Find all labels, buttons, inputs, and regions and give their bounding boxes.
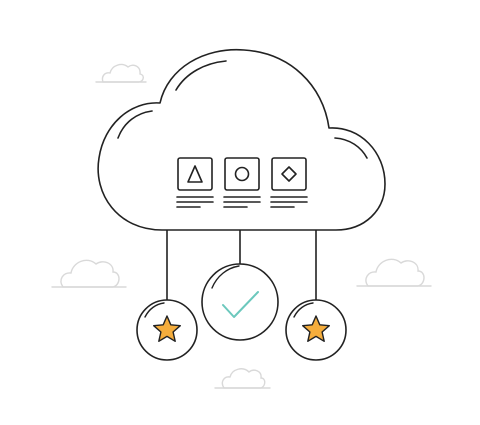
badge-circle — [201, 263, 279, 341]
badge-highlight — [144, 302, 165, 318]
circle-icon — [234, 166, 250, 182]
main-cloud-outline — [97, 48, 386, 231]
badge-center — [201, 263, 279, 341]
star-icon — [302, 315, 330, 342]
app-card-circle — [223, 157, 261, 208]
app-card-frame — [224, 157, 260, 191]
app-cards — [176, 157, 308, 208]
triangle-icon — [187, 165, 203, 183]
badge-highlight — [293, 302, 314, 318]
app-card-frame — [271, 157, 307, 191]
connectors — [166, 230, 317, 300]
badge-left — [136, 299, 198, 361]
app-card-diamond — [270, 157, 308, 208]
main-cloud — [97, 48, 386, 231]
diamond-icon — [281, 166, 297, 182]
app-card-frame — [177, 157, 213, 191]
background-cloud-top-left — [95, 63, 147, 83]
checkmark-icon — [222, 291, 259, 318]
background-cloud-bottom — [214, 368, 271, 389]
background-cloud-right — [356, 258, 432, 287]
main-cloud-highlight-top — [175, 60, 227, 91]
star-icon — [152, 315, 182, 342]
main-cloud-highlight-right — [334, 137, 368, 159]
background-clouds — [51, 63, 432, 389]
background-cloud-left — [51, 259, 127, 288]
badge-right — [285, 299, 347, 361]
status-badges — [136, 263, 347, 361]
badge-highlight — [211, 265, 240, 289]
app-card-triangle — [176, 157, 214, 208]
main-cloud-highlight-left — [117, 110, 153, 139]
